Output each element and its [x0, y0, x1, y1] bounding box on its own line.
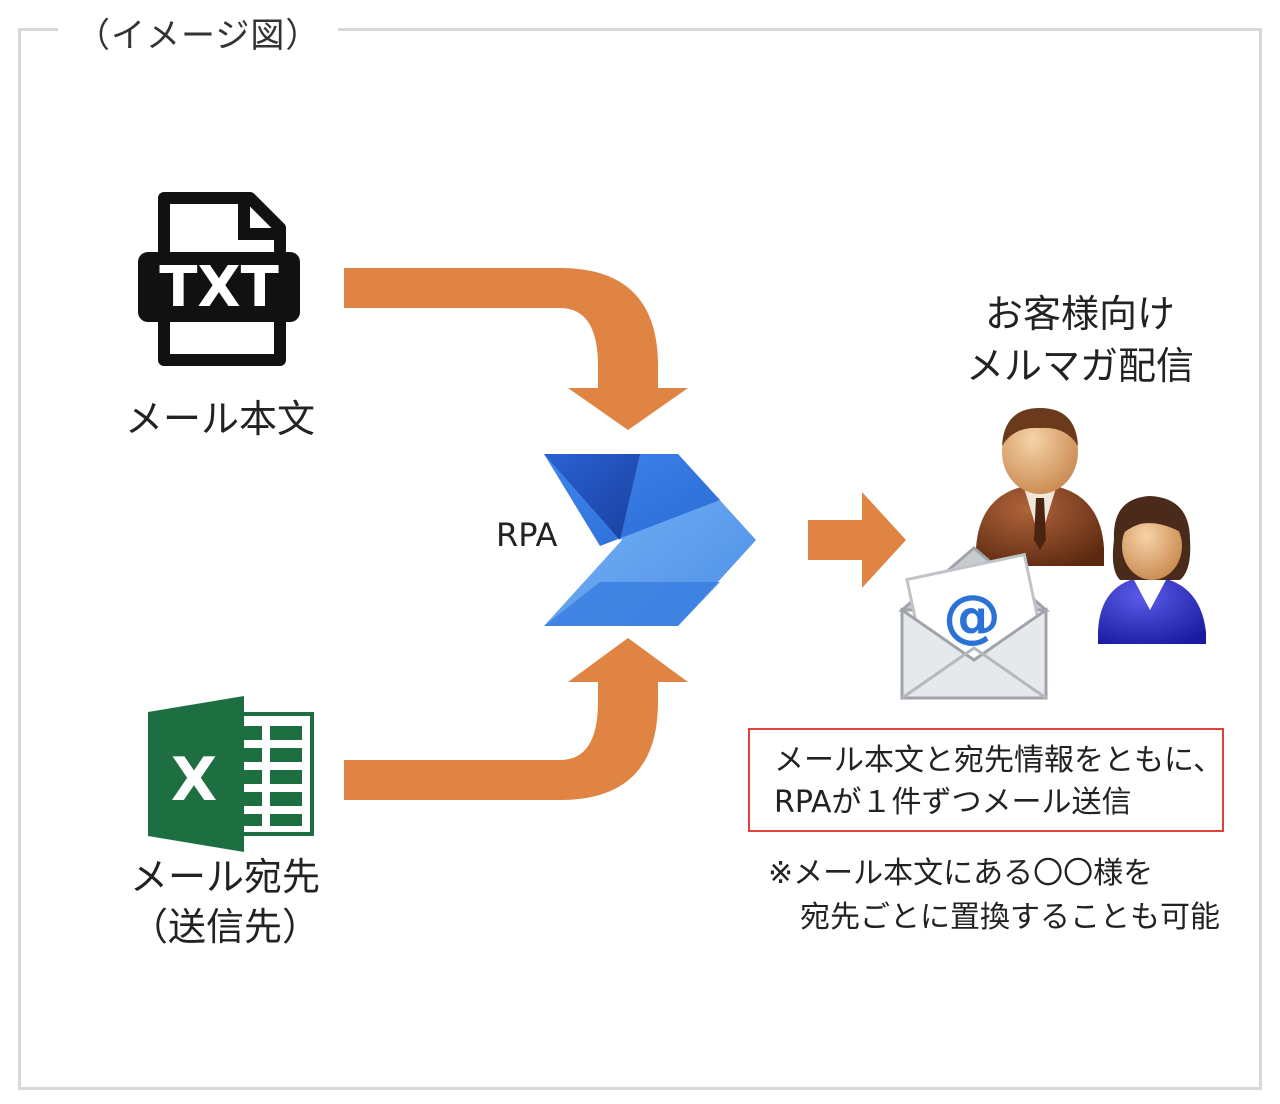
- excel-label-line1: メール宛先: [129, 855, 320, 899]
- txt-file-icon: TXT: [138, 192, 300, 366]
- frame-title: （イメージ図）: [58, 8, 339, 57]
- mail-envelope-icon: @: [897, 546, 1051, 700]
- svg-text:X: X: [171, 745, 217, 815]
- text-file-label: メール本文: [124, 397, 315, 441]
- arrow-rpa-to-output: [808, 492, 906, 588]
- footnote: ※メール本文にある〇〇様を 宛先ごとに置換することも可能: [768, 852, 1220, 940]
- man-customer-icon: [976, 408, 1104, 566]
- note-line2: RPAが１件ずつメール送信: [774, 785, 1132, 820]
- diagram-frame: [18, 28, 1262, 1090]
- footnote-line1: ※メール本文にある〇〇様を: [768, 856, 1154, 891]
- footnote-line2: 宛先ごとに置換することも可能: [800, 900, 1220, 935]
- output-title: お客様向け メルマガ配信: [930, 288, 1230, 392]
- woman-customer-icon: [1098, 496, 1206, 644]
- note-line1: メール本文と宛先情報をともに、: [774, 743, 1224, 778]
- rpa-logo: [544, 454, 756, 626]
- svg-text:@: @: [943, 582, 1001, 650]
- arrow-text-to-rpa: [344, 268, 688, 430]
- excel-file-icon: X: [148, 696, 314, 852]
- rpa-label: RPA: [496, 516, 558, 554]
- output-title-line1: お客様向け: [984, 292, 1175, 336]
- output-title-line2: メルマガ配信: [965, 344, 1194, 388]
- arrow-excel-to-rpa: [344, 638, 688, 800]
- note-box: メール本文と宛先情報をともに、 RPAが１件ずつメール送信: [748, 728, 1224, 832]
- svg-text:TXT: TXT: [159, 255, 279, 320]
- excel-label-line2: （送信先）: [129, 905, 320, 949]
- excel-file-label: メール宛先 （送信先）: [90, 852, 360, 952]
